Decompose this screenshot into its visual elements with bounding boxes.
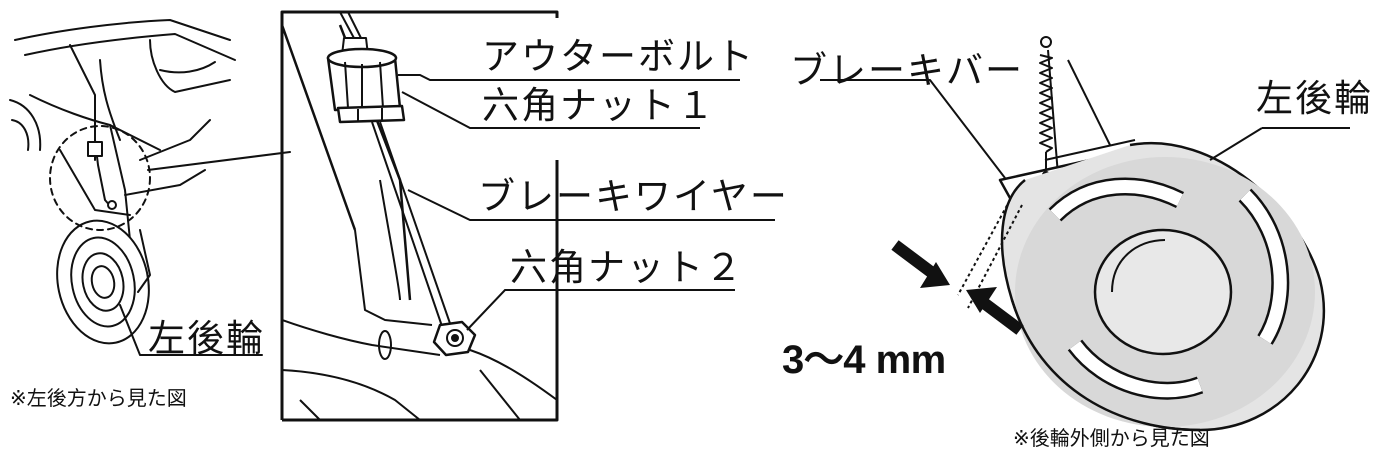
left-rear-wheel-label-overview: 左後輪 (148, 317, 265, 360)
hex-nut-2-label: 六角ナット２ (510, 246, 744, 289)
brake-wire-label: ブレーキワイヤー (478, 175, 789, 218)
outer-bolt-label: アウターボルト (482, 35, 755, 78)
detail-leader-lines (398, 74, 775, 331)
wheelchair-overview-illustration (9, 19, 291, 356)
rear-wheel-side-view (820, 36, 1350, 432)
gap-dimension-label: 3〜4 mm (782, 338, 946, 382)
hex-nut-1-label: 六角ナット１ (482, 84, 716, 127)
view-from-left-rear-caption: ※左後方から見た図 (10, 386, 187, 410)
brake-detail-panel (280, 10, 559, 422)
view-from-wheel-outside-caption: ※後輪外側から見た図 (1013, 426, 1210, 450)
left-rear-wheel-label-side: 左後輪 (1256, 77, 1373, 120)
brake-bar-label: ブレーキバー (790, 49, 1024, 92)
